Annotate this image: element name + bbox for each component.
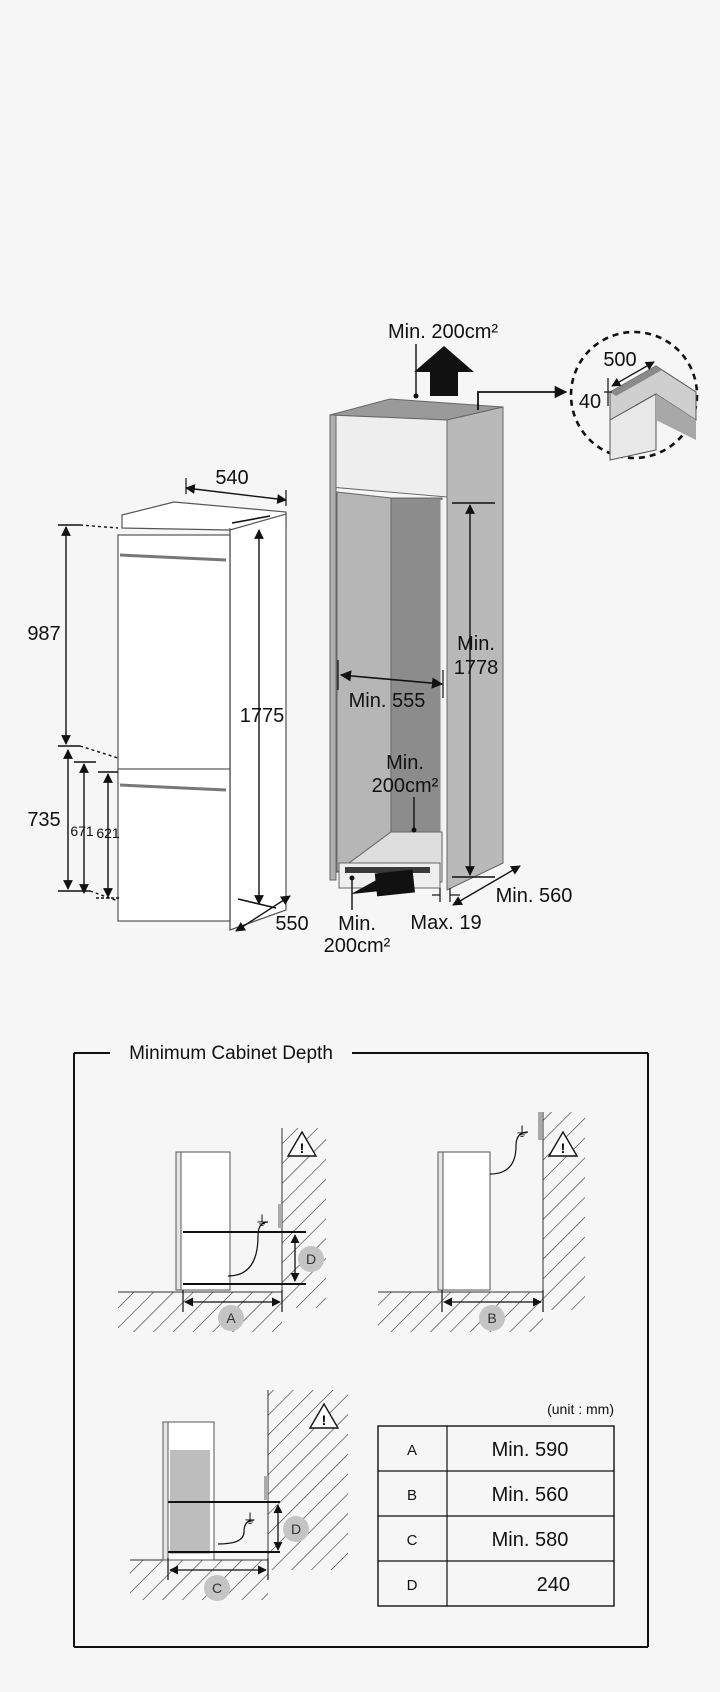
lower-inner-2-label: 621 — [96, 825, 120, 841]
depth-section-title: Minimum Cabinet Depth — [129, 1043, 333, 1064]
table-key-a: A — [407, 1442, 417, 1459]
depth-table: A Min. 590 B Min. 560 C Min. 580 D 240 — [377, 1425, 615, 1607]
marker-a: A — [226, 1310, 236, 1326]
table-key-d: D — [407, 1577, 418, 1594]
warning-icon — [308, 1402, 340, 1429]
fridge-width-label: 540 — [215, 467, 248, 489]
marker-b: B — [487, 1310, 496, 1326]
table-value-d: 240 — [537, 1574, 570, 1596]
detail-callout: 500 40 — [569, 330, 699, 461]
scenario-b-diagram: ⏚ ! B — [378, 1112, 585, 1332]
fridge-depth-label: 550 — [275, 913, 308, 935]
unit-label: (unit : mm) — [547, 1401, 614, 1417]
fridge-height-label: 1775 — [240, 705, 285, 727]
marker-c: C — [212, 1580, 222, 1596]
svg-text:!: ! — [561, 1140, 566, 1156]
rear-vent-label-2: 200cm² — [372, 775, 439, 797]
inner-height-label-1: Min. — [457, 633, 495, 655]
table-key-b: B — [407, 1487, 417, 1504]
scenario-a-diagram: ⏚ ! D A — [118, 1128, 326, 1332]
table-value-a: Min. 590 — [492, 1439, 569, 1461]
table-key-c: C — [407, 1532, 418, 1549]
top-vent-arrow-icon — [414, 346, 474, 396]
svg-text:!: ! — [322, 1412, 327, 1428]
door-thickness-label: Max. 19 — [410, 912, 481, 934]
svg-text:!: ! — [300, 1140, 305, 1156]
detail-depth-label: 500 — [603, 349, 636, 371]
bottom-vent-label-2: 200cm² — [324, 935, 391, 957]
plug-icon: ⏚ — [243, 1511, 257, 1527]
marker-d-1: D — [306, 1251, 316, 1267]
table-value-b: Min. 560 — [492, 1484, 569, 1506]
rear-vent-label-1: Min. — [386, 752, 424, 774]
plug-icon: ⏚ — [255, 1213, 269, 1229]
plug-icon: ⏚ — [515, 1124, 529, 1140]
cabinet-illustration — [329, 346, 568, 897]
bottom-vent-arrow-icon — [350, 869, 415, 897]
warning-icon — [286, 1130, 318, 1157]
inner-height-label-2: 1778 — [454, 657, 499, 679]
warning-icon — [547, 1130, 579, 1157]
marker-d-2: D — [291, 1521, 301, 1537]
inner-width-label: Min. 555 — [349, 690, 426, 712]
fridge-illustration — [117, 501, 287, 931]
cabinet-depth-label: Min. 560 — [496, 885, 573, 907]
fridge-dimensions: 540 1775 550 987 735 671 621 — [27, 467, 308, 935]
upper-door-label: 987 — [27, 623, 60, 645]
table-value-c: Min. 580 — [492, 1529, 569, 1551]
cabinet-dimensions: Min. 200cm² Min. 555 Min. 1778 Min. 200c… — [324, 321, 573, 957]
scenario-c-diagram: ⏚ ! D C — [130, 1390, 348, 1601]
lower-inner-1-label: 671 — [70, 823, 94, 839]
bottom-vent-label-1: Min. — [338, 913, 376, 935]
depth-section: Minimum Cabinet Depth ⏚ ! D A — [73, 1043, 649, 1648]
top-vent-label: Min. 200cm² — [388, 321, 498, 343]
lower-door-label: 735 — [27, 809, 60, 831]
detail-offset-label: 40 — [579, 391, 601, 413]
